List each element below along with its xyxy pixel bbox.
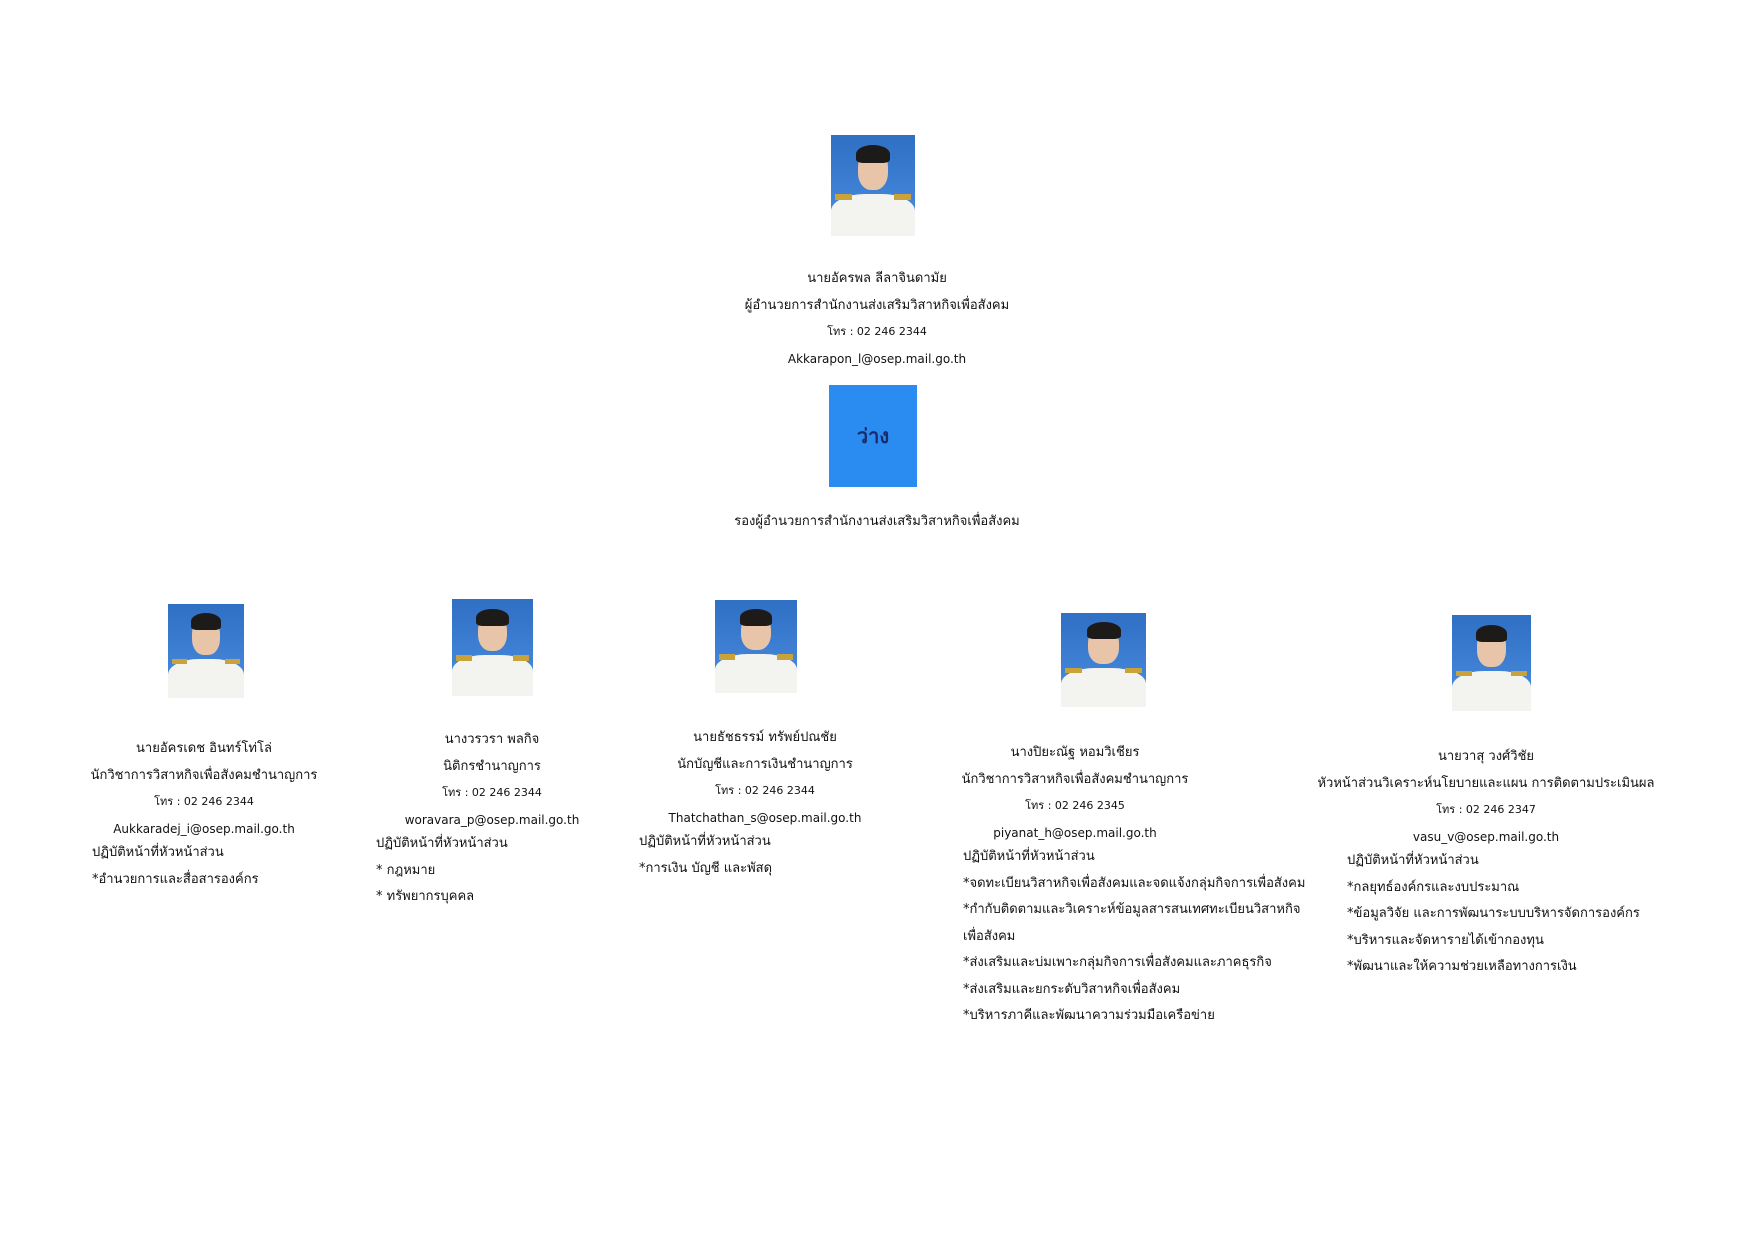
deputy-vacant-box: ว่าง: [829, 385, 917, 487]
duty-item: * กฎหมาย: [376, 862, 436, 878]
staff-phone: โทร : 02 246 2345: [1025, 799, 1125, 812]
duty-item: *บริหารและจัดหารายได้เข้ากองทุน: [1347, 932, 1544, 948]
staff-position: นักวิชาการวิสาหกิจเพื่อสังคมชำนาญการ: [961, 771, 1189, 787]
director-name: นายอัครพล ลีลาจินดามัย: [807, 271, 947, 286]
staff-info: นายอัครเดช อินทร์โท่โล่นักวิชาการวิสาหกิ…: [0, 736, 444, 842]
duties-title: ปฏิบัติหน้าที่หัวหน้าส่วน: [639, 834, 771, 849]
director-phone: โทร : 02 246 2344: [827, 325, 927, 338]
staff-phone: โทร : 02 246 2344: [715, 784, 815, 797]
staff-name: นายวาสุ วงศ์วิชัย: [1437, 749, 1535, 764]
duty-item: *จดทะเบียนวิสาหกิจเพื่อสังคมและจดแจ้งกลุ…: [963, 875, 1306, 891]
staff-photo: [1452, 615, 1531, 711]
duties-title: ปฏิบัติหน้าที่หัวหน้าส่วน: [1347, 853, 1479, 868]
staff-name: นายอัครเดช อินทร์โท่โล่: [136, 741, 272, 756]
staff-email: vasu_v@osep.mail.go.th: [1412, 829, 1560, 844]
duty-item: *การเงิน บัญชี และพัสดุ: [639, 860, 773, 876]
staff-photo: [1061, 613, 1146, 707]
staff-duties: ปฏิบัติหน้าที่หัวหน้าส่วน *จดทะเบียนวิสาห…: [963, 844, 1305, 1030]
staff-duties: ปฏิบัติหน้าที่หัวหน้าส่วน * กฎหมาย * ทรัพย…: [376, 831, 508, 911]
duty-item: เพื่อสังคม: [963, 928, 1016, 944]
staff-name: นางวรวรา พลกิจ: [444, 732, 540, 747]
vacant-label: ว่าง: [856, 424, 890, 448]
staff-duties: ปฏิบัติหน้าที่หัวหน้าส่วน *กลยุทธ์องค์กรแ…: [1347, 848, 1640, 981]
staff-position: นิติกรชำนาญการ: [443, 758, 541, 774]
duties-title: ปฏิบัติหน้าที่หัวหน้าส่วน: [92, 845, 224, 860]
duty-item: *กลยุทธ์องค์กรและงบประมาณ: [1347, 879, 1520, 895]
staff-email: woravara_p@osep.mail.go.th: [404, 812, 580, 827]
staff-info: นางวรวรา พลกิจนิติกรชำนาญการโทร : 02 246…: [252, 727, 732, 833]
staff-photo: [715, 600, 797, 693]
staff-info: นายธัชธรรม์ ทรัพย์ปณชัยนักบัญชีและการเงิ…: [525, 725, 1005, 831]
staff-name: นายธัชธรรม์ ทรัพย์ปณชัย: [693, 730, 837, 745]
staff-name: นางปิยะณัฐ หอมวิเชียร: [1010, 745, 1140, 760]
staff-email: piyanat_h@osep.mail.go.th: [993, 825, 1157, 840]
staff-position: หัวหน้าส่วนวิเคราะห์นโยบายและแผน การติดต…: [1317, 775, 1655, 791]
staff-info: นางปิยะณัฐ หอมวิเชียรนักวิชาการวิสาหกิจเ…: [835, 740, 1315, 846]
director-info: นายอัครพล ลีลาจินดามัย ผู้อำนวยการสำนักง…: [637, 266, 1117, 372]
staff-email: Thatchathan_s@osep.mail.go.th: [668, 810, 862, 825]
staff-info: นายวาสุ วงศ์วิชัยหัวหน้าส่วนวิเคราะห์นโย…: [1246, 744, 1726, 850]
duty-item: *กำกับติดตามและวิเคราะห์ข้อมูลสารสนเทศทะ…: [963, 902, 1301, 917]
staff-phone: โทร : 02 246 2344: [442, 786, 542, 799]
duties-title: ปฏิบัติหน้าที่หัวหน้าส่วน: [376, 836, 508, 851]
duty-item: *ข้อมูลวิจัย และการพัฒนาระบบบริหารจัดการ…: [1347, 906, 1640, 921]
duty-item: *บริหารภาคีและพัฒนาความร่วมมือเครือข่าย: [963, 1008, 1215, 1023]
duty-item: *อำนวยการและสื่อสารองค์กร: [92, 871, 259, 887]
duty-item: *พัฒนาและให้ความช่วยเหลือทางการเงิน: [1347, 959, 1577, 974]
staff-phone: โทร : 02 246 2347: [1436, 803, 1536, 816]
deputy-position: รองผู้อำนวยการสำนักงานส่งเสริมวิสาหกิจเพ…: [734, 514, 1020, 529]
staff-photo: [452, 599, 533, 696]
staff-duties: ปฏิบัติหน้าที่หัวหน้าส่วน *การเงิน บัญชี …: [639, 829, 772, 882]
director-position: ผู้อำนวยการสำนักงานส่งเสริมวิสาหกิจเพื่อ…: [744, 297, 1010, 313]
duty-item: *ส่งเสริมและบ่มเพาะกลุ่มกิจการเพื่อสังคม…: [963, 955, 1272, 970]
staff-duties: ปฏิบัติหน้าที่หัวหน้าส่วน *อำนวยการและสื่…: [92, 840, 259, 893]
director-photo: [831, 135, 915, 236]
duty-item: * ทรัพยากรบุคคล: [376, 889, 475, 904]
staff-phone: โทร : 02 246 2344: [154, 795, 254, 808]
staff-email: Aukkaradej_i@osep.mail.go.th: [113, 821, 295, 836]
director-email: Akkarapon_l@osep.mail.go.th: [787, 351, 967, 366]
staff-photo: [168, 604, 244, 698]
staff-position: นักวิชาการวิสาหกิจเพื่อสังคมชำนาญการ: [90, 767, 318, 783]
duties-title: ปฏิบัติหน้าที่หัวหน้าส่วน: [963, 849, 1095, 864]
staff-position: นักบัญชีและการเงินชำนาญการ: [677, 756, 853, 772]
duty-item: *ส่งเสริมและยกระดับวิสาหกิจเพื่อสังคม: [963, 981, 1181, 997]
